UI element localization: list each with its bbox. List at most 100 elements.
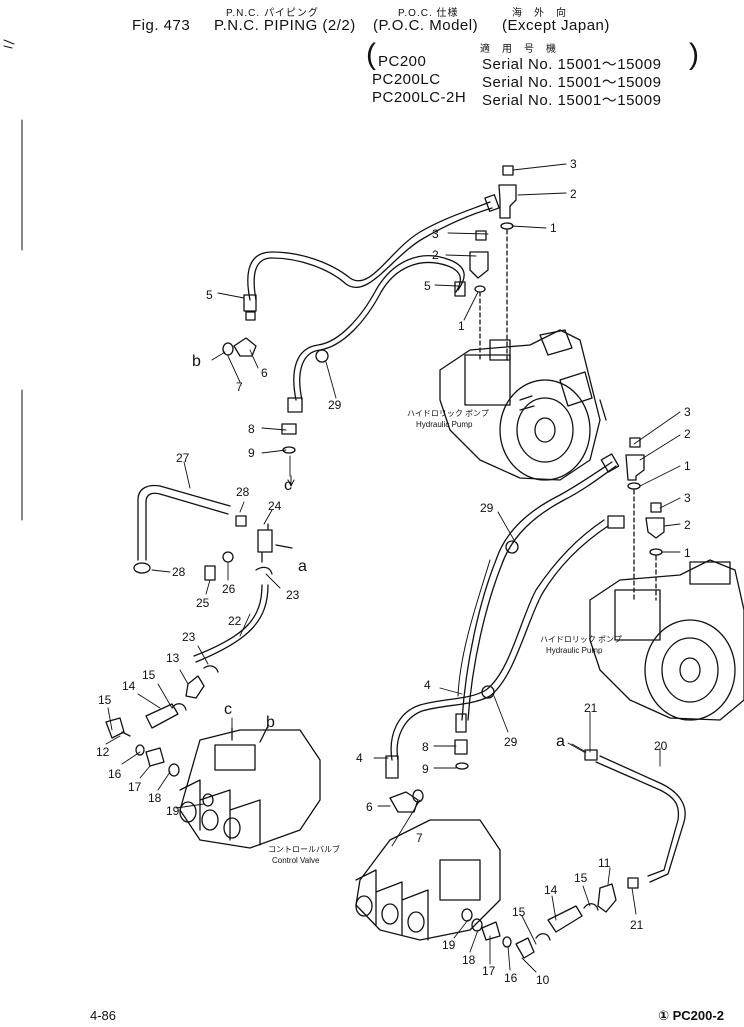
clamp-23-upper — [255, 566, 273, 575]
callout: b — [266, 714, 275, 731]
callout: 1 — [684, 546, 691, 560]
fitting-right-mid — [607, 515, 625, 529]
model-footer: ① PC200-2 — [658, 1008, 724, 1023]
application-serial-2: Serial No. 15001～15009 — [482, 74, 662, 91]
application-model-3: PC200LC-2H — [372, 89, 467, 106]
scan-mark — [3, 39, 15, 49]
callout: 20 — [654, 739, 668, 753]
callout: 18 — [148, 791, 162, 805]
right-hose-b — [390, 519, 609, 761]
oring-7-right — [412, 789, 424, 803]
right-paren-top: ) — [689, 38, 699, 71]
callout: 16 — [108, 767, 122, 781]
callout: 21 — [584, 701, 598, 715]
clamp-29-right-top — [505, 540, 519, 554]
fitting-4-right — [455, 713, 467, 733]
callout: 14 — [544, 883, 558, 897]
callout: 1 — [458, 319, 465, 333]
plug-3-mid — [475, 230, 487, 241]
oring-18-right — [471, 918, 483, 932]
callout: 14 — [122, 679, 136, 693]
callout: 16 — [504, 971, 518, 985]
pump-label-en: Hydraulic Pump — [416, 420, 473, 429]
tube-22 — [193, 584, 269, 663]
callout: 9 — [422, 762, 429, 776]
connector-13 — [185, 675, 205, 699]
callout: 5 — [206, 288, 213, 302]
fitting-8-upper — [287, 397, 303, 413]
arrow-c — [287, 475, 295, 487]
oring-16 — [135, 744, 145, 756]
callout: 6 — [261, 366, 268, 380]
plug-3-top — [502, 165, 514, 176]
callout: 27 — [176, 451, 190, 465]
oring-16-right — [502, 936, 512, 948]
pump-label-jp: ハイドロリック ポンプ — [540, 635, 622, 644]
model-spec: (P.O.C. Model) — [373, 17, 479, 34]
callout: 2 — [684, 518, 691, 532]
callout: 8 — [422, 740, 429, 754]
callout: c — [284, 477, 292, 494]
elbow-2-mid — [469, 251, 489, 279]
valve-label-jp: コントロールバルブ — [268, 844, 340, 854]
right-hose-c — [457, 559, 491, 697]
callout: 2 — [684, 427, 691, 441]
fitting-12 — [121, 731, 131, 737]
application-serial-1: Serial No. 15001～15009 — [482, 56, 662, 73]
page-number: 4-86 — [90, 1008, 117, 1023]
plug-3-right-a — [629, 437, 641, 448]
elbow-2-right-b — [645, 517, 665, 539]
callout: 28 — [172, 565, 186, 579]
nut-21-lower — [627, 877, 639, 889]
callout: 11 — [598, 856, 611, 870]
control-valve-left — [179, 725, 321, 849]
callout: 9 — [248, 446, 255, 460]
fitting-15-lower — [105, 717, 125, 739]
oring-1-right-a — [627, 482, 641, 490]
washer-26 — [222, 551, 234, 563]
jp-applicable: 適 用 号 機 — [480, 44, 557, 55]
callout: 3 — [570, 157, 577, 171]
bolt-25 — [204, 565, 216, 581]
callout: 7 — [236, 380, 243, 394]
callout: 2 — [570, 187, 577, 201]
nut-28-lower — [133, 562, 151, 574]
callout: 5 — [424, 279, 431, 293]
callout: 28 — [236, 485, 250, 499]
except-note: (Except Japan) — [502, 17, 610, 34]
oring-7-upper — [222, 342, 234, 356]
oring-19-left — [202, 793, 214, 807]
callout: 6 — [366, 800, 373, 814]
callout: 12 — [96, 745, 110, 759]
callout: 7 — [416, 831, 423, 845]
callout: 3 — [684, 405, 691, 419]
callout: 21 — [630, 918, 644, 932]
page-title: P.N.C. PIPING (2/2) — [214, 17, 356, 34]
callout: a — [556, 733, 565, 750]
callout: 29 — [504, 735, 518, 749]
callout: 15 — [98, 693, 112, 707]
callout: c — [224, 701, 232, 718]
elbow-2-right-a — [625, 454, 645, 481]
oring-19-right — [461, 908, 473, 922]
callout: 29 — [328, 398, 342, 412]
clamp-15-right-lower — [535, 933, 551, 941]
callout: 4 — [356, 751, 363, 765]
control-valve-right — [355, 819, 501, 941]
jp-title: P.N.C. パイピング — [226, 8, 319, 19]
pump-label-jp: ハイドロリック ポンプ — [407, 409, 489, 418]
callout: 15 — [142, 668, 156, 682]
connector-11 — [597, 883, 617, 913]
callout: 1 — [550, 221, 557, 235]
elbow-6-upper — [233, 337, 257, 357]
callout: 23 — [182, 630, 196, 644]
callout: 3 — [684, 491, 691, 505]
jp-model: P.O.C. 仕様 — [398, 8, 459, 19]
right-hose-a — [461, 461, 617, 721]
fitting-hose-end — [484, 194, 500, 212]
adapter-17 — [145, 747, 165, 767]
nut-21-upper — [584, 749, 598, 761]
pump-label-en: Hydraulic Pump — [546, 646, 603, 655]
